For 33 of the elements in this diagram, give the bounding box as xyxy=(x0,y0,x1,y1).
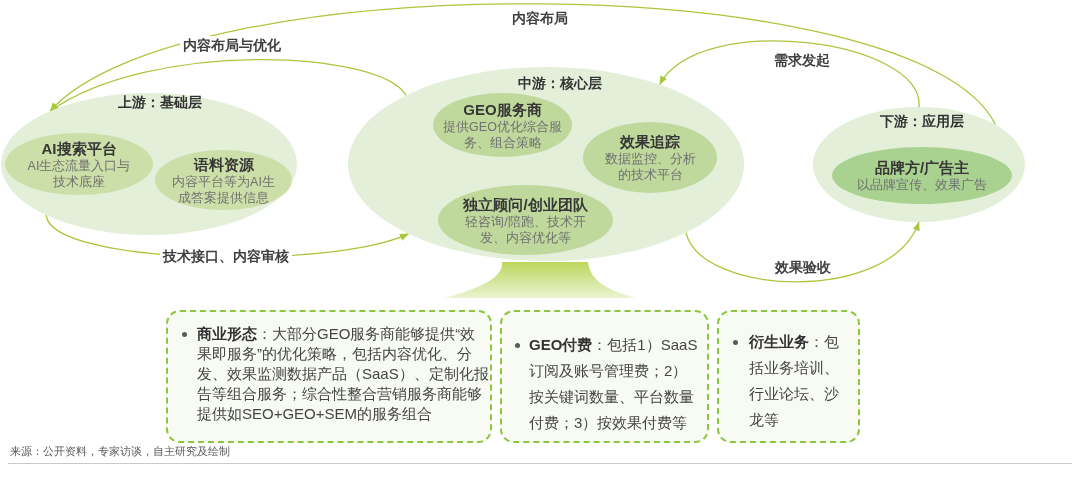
layer-title: 中游：核心层 xyxy=(518,74,602,92)
role-description: 以品牌宣传、效果广告 xyxy=(857,177,987,193)
funnel-shape xyxy=(444,262,636,298)
role-title: 效果追踪 xyxy=(620,132,680,151)
edge-label: 效果验收 xyxy=(772,258,834,276)
edge-label: 内容布局 xyxy=(509,9,571,27)
arrow xyxy=(685,221,920,283)
arrow xyxy=(49,3,996,126)
role-ellipse xyxy=(5,133,153,195)
edge-label: 技术接口、内容审核 xyxy=(160,247,292,265)
role-title: 语料资源 xyxy=(193,154,254,174)
layer-title: 上游：基础层 xyxy=(118,93,202,111)
layer-title: 下游：应用层 xyxy=(880,112,964,130)
role-description: 提供GEO优化综合服务、组合策略 xyxy=(442,118,563,151)
role-title: 品牌方/广告主 xyxy=(874,158,970,177)
role-description: AI生态流量入口与技术底座 xyxy=(26,157,132,190)
edge-label: 内容布局与优化 xyxy=(180,36,284,54)
role-title: AI搜索平台 xyxy=(41,138,117,158)
info-text: 商业形态：大部分GEO服务商能够提供“效果即服务”的优化策略，包括内容优化、分发、效果监测数据产品（SaaS）、定制化报告等组合服务；综合性整合营销服务商能够提供如SEO+GEO+SEM的服务组合 xyxy=(197,324,489,424)
arrow xyxy=(49,58,407,112)
info-text: 衍生业务：包括业务培训、行业论坛、沙龙等 xyxy=(749,332,840,430)
role-description: 轻咨询/陪跑、技术开发、内容优化等 xyxy=(464,213,587,246)
info-box xyxy=(500,310,709,443)
role-description: 数据监控、分析的技术平台 xyxy=(603,151,697,183)
info-box xyxy=(166,310,492,443)
role-description: 内容平台等为AI生成答案提供信息 xyxy=(171,173,276,206)
info-box xyxy=(717,310,860,443)
arrow xyxy=(658,40,920,108)
info-text: GEO付费：包括1）SaaS订阅及账号管理费；2）按关键词数量、平台数量付费；3）按效果付费等 xyxy=(529,335,699,433)
role-title: GEO服务商 xyxy=(463,99,542,119)
edge-label: 需求发起 xyxy=(771,51,833,69)
source-note: 来源：公开资料，专家访谈，自主研究及绘制 xyxy=(10,445,230,458)
role-title: 独立顾问/创业团队 xyxy=(463,194,588,214)
